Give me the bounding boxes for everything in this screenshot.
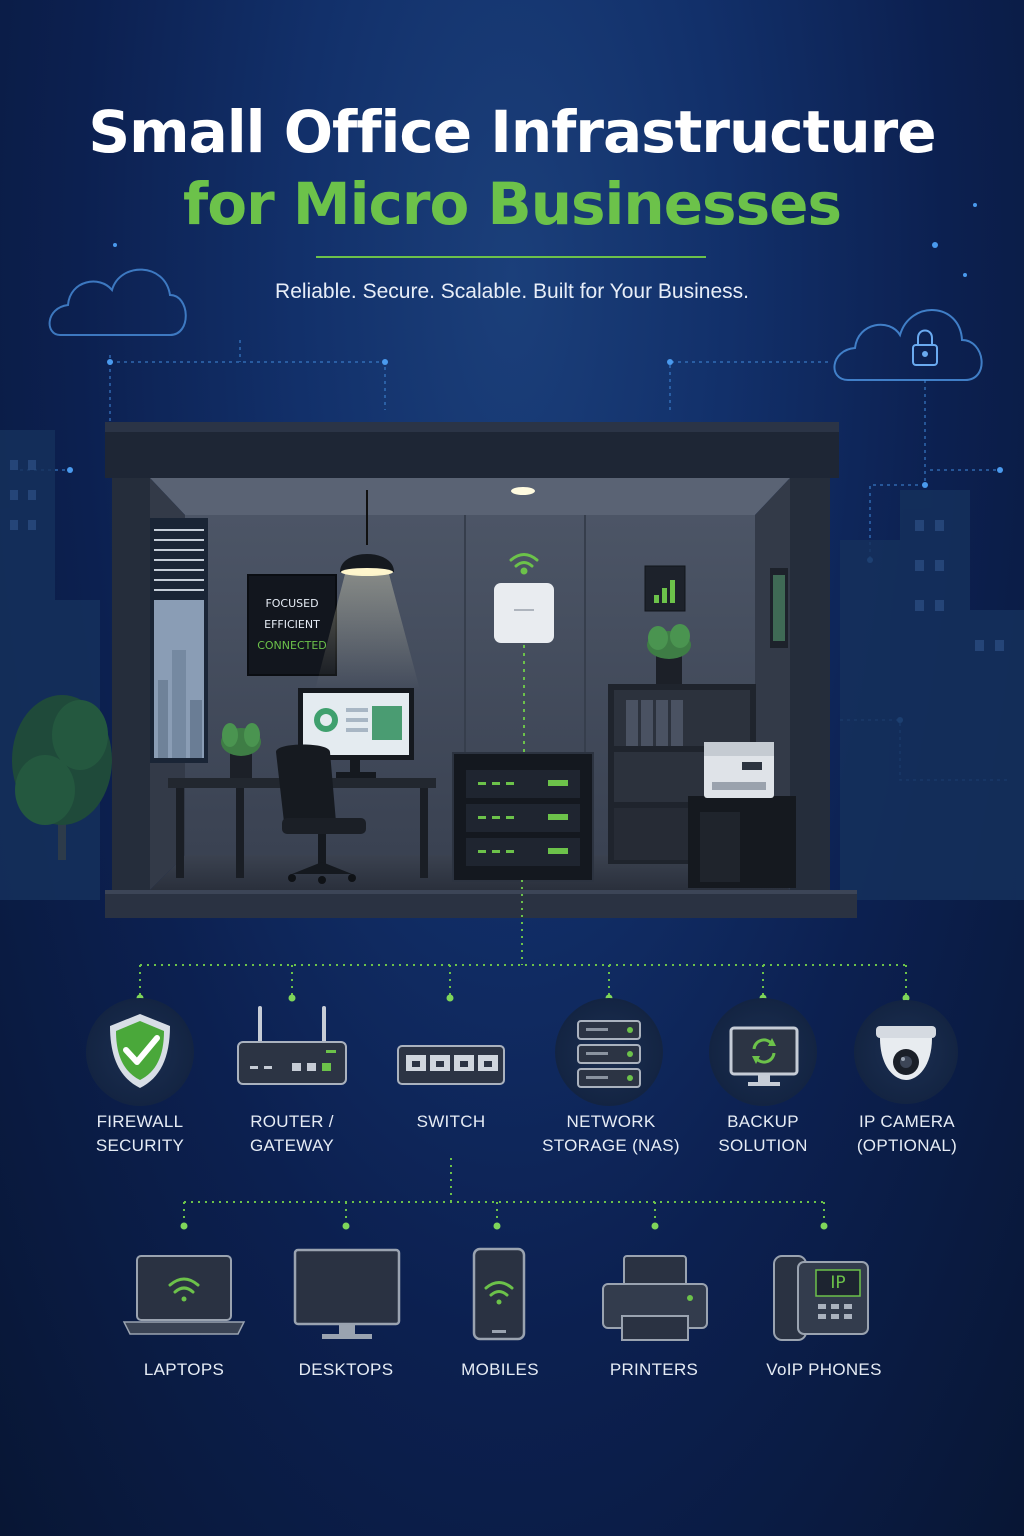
label-nas: NETWORK STORAGE (NAS) [531, 1110, 691, 1158]
motivation-poster [247, 574, 337, 676]
mobile-icon [472, 1247, 526, 1341]
label-line: STORAGE (NAS) [542, 1136, 680, 1155]
voip-screen-text: IP [830, 1273, 846, 1293]
ceiling-light [511, 487, 535, 495]
label-ip-camera: IP CAMERA (OPTIONAL) [836, 1110, 978, 1158]
tree [12, 695, 112, 860]
switch-icon [397, 1045, 505, 1085]
label-backup: BACKUP SOLUTION [693, 1110, 833, 1158]
desktop-icon [293, 1248, 401, 1339]
wifi-icon [509, 553, 539, 575]
label-line: SECURITY [95, 1136, 185, 1155]
lock-icon [912, 329, 938, 366]
label-line: SOLUTION [718, 1136, 808, 1155]
label-router: ROUTER / GATEWAY [222, 1110, 362, 1158]
shelf-plant [647, 624, 691, 684]
label-printers: PRINTERS [609, 1360, 699, 1379]
cloud-lock-icon [833, 309, 983, 381]
voip-phone-icon [773, 1255, 869, 1341]
backup-monitor-icon [729, 1026, 799, 1086]
page-title-line2: for Micro Businesses [183, 170, 842, 238]
office-printer [688, 742, 796, 888]
window [150, 518, 208, 763]
tagline: Reliable. Secure. Scalable. Built for Yo… [275, 280, 749, 303]
poster-line-3: CONNECTED [257, 639, 327, 652]
label-line: NETWORK [566, 1112, 656, 1131]
label-laptops: LAPTOPS [143, 1360, 225, 1379]
label-line: IP CAMERA [859, 1112, 955, 1131]
camera-icon [876, 1026, 936, 1080]
office-chair [276, 744, 366, 884]
title-divider [316, 256, 706, 258]
label-switch: SWITCH [381, 1110, 521, 1134]
label-line: (OPTIONAL) [856, 1136, 958, 1155]
cloud-icon [48, 268, 187, 336]
network-connectors [139, 880, 907, 1226]
label-firewall: FIREWALL SECURITY [70, 1110, 210, 1158]
connector-dots [136, 994, 910, 1230]
label-line: SWITCH [416, 1112, 486, 1131]
desk-monitor [298, 688, 414, 778]
desk-plant [221, 723, 261, 778]
label-line: BACKUP [727, 1112, 799, 1131]
poster-line-1: FOCUSED [265, 597, 319, 610]
printer-icon [602, 1255, 708, 1341]
router-icon [237, 1006, 347, 1085]
laptop-icon [122, 1255, 246, 1335]
shield-check-icon [110, 1014, 170, 1088]
pendant-lamp [340, 554, 394, 572]
label-voip-phones: VoIP PHONES [766, 1360, 882, 1379]
label-line: FIREWALL [96, 1112, 184, 1131]
page-title-line1: Small Office Infrastructure [88, 98, 936, 166]
server-rack [452, 752, 594, 882]
label-line: GATEWAY [250, 1136, 334, 1155]
nas-icon [577, 1020, 641, 1088]
wifi-access-point [494, 583, 554, 765]
label-desktops: DESKTOPS [298, 1360, 394, 1379]
label-mobiles: MOBILES [461, 1360, 539, 1379]
poster-line-2: EFFICIENT [264, 618, 320, 631]
label-line: ROUTER / [250, 1112, 334, 1131]
